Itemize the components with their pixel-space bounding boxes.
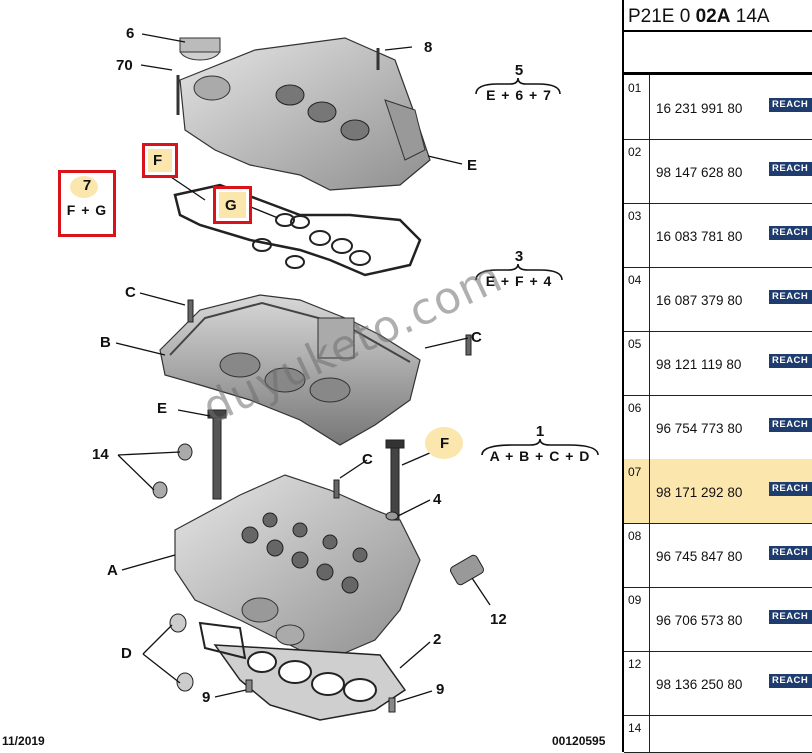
callout-14: 14	[92, 446, 109, 463]
cylinder-head	[174, 474, 421, 656]
code-suffix: 14A	[730, 6, 770, 27]
callout-A: A	[107, 562, 118, 579]
reach-badge: REACH	[769, 482, 812, 496]
highlight-circle-F	[425, 427, 463, 459]
callout-9-left: 9	[202, 689, 211, 706]
part-index: 06	[624, 395, 650, 459]
part-row[interactable]: 05 98 121 119 80 REACH	[624, 331, 812, 396]
reach-badge: REACH	[769, 226, 812, 240]
group-3-number: 3	[514, 248, 524, 265]
part-index: 01	[624, 75, 650, 139]
part-row[interactable]: 12 98 136 250 80 REACH	[624, 651, 812, 716]
exploded-parts-diagram: duyuketo.com 6 70 8 E C B C E 14 C 4 A 1…	[2, 25, 606, 748]
callout-E-bolt: E	[157, 400, 168, 417]
part-row[interactable]: 08 96 745 847 80 REACH	[624, 523, 812, 588]
callout-G-boxed: G	[225, 197, 237, 214]
part-reference-number: 98 121 119 80	[656, 357, 742, 372]
group-1-number: 1	[535, 423, 545, 440]
footer-date: 11/2019	[2, 734, 45, 748]
callout-B: B	[100, 334, 111, 351]
group-3-formula: E + F + 4	[485, 273, 553, 289]
part-index: 07	[624, 459, 650, 523]
callout-E-cover: E	[467, 157, 478, 174]
bolts-and-hardware	[152, 299, 485, 713]
part-row[interactable]: 07 98 171 292 80 REACH	[624, 459, 812, 524]
group-1-formula: A + B + C + D	[489, 448, 591, 464]
part-index: 02	[624, 139, 650, 203]
part-index: 12	[624, 651, 650, 715]
part-index: 04	[624, 267, 650, 331]
part-index: 05	[624, 331, 650, 395]
camshaft-carrier	[159, 294, 421, 446]
callout-C-top: C	[125, 284, 136, 301]
callout-D: D	[121, 645, 132, 662]
part-index: 14	[624, 715, 650, 752]
group-7-box: 7 F + G	[58, 170, 116, 237]
parts-reference-panel: P21E 0 02A 14A 01 16 231 991 80 REACH 02 98 …	[622, 0, 812, 753]
head-gasket	[213, 644, 407, 721]
cover-gasket	[173, 183, 422, 277]
reach-badge: REACH	[769, 162, 812, 176]
leader-lines	[115, 33, 491, 703]
group-5-formula: E + 6 + 7	[486, 87, 552, 103]
reach-badge: REACH	[769, 418, 812, 432]
part-index: 03	[624, 203, 650, 267]
part-row[interactable]: 06 96 754 773 80 REACH	[624, 395, 812, 460]
part-row[interactable]: 09 96 706 573 80 REACH	[624, 587, 812, 652]
part-reference-number: 96 706 573 80	[656, 613, 743, 628]
part-reference-number: 16 231 991 80	[656, 101, 743, 116]
red-box-F: F	[142, 143, 178, 178]
part-row[interactable]: 01 16 231 991 80 REACH	[624, 75, 812, 140]
callout-6: 6	[126, 25, 135, 42]
part-reference-number: 98 136 250 80	[656, 677, 743, 692]
part-reference-number: 16 087 379 80	[656, 293, 743, 308]
callout-C-mid: C	[362, 451, 373, 468]
callout-F-boxed: F	[153, 152, 163, 169]
part-row[interactable]: 02 98 147 628 80 REACH	[624, 139, 812, 204]
group-5-number: 5	[514, 62, 524, 79]
callout-8: 8	[424, 39, 433, 56]
cylinder-head-cover	[176, 37, 431, 191]
part-row[interactable]: 14	[624, 715, 812, 753]
red-box-G: G	[213, 186, 252, 224]
part-reference-number: 96 754 773 80	[656, 421, 743, 436]
group-5: 5 E + 6 + 7	[476, 62, 562, 104]
footer-code: 00120595	[552, 734, 606, 748]
callout-9-right: 9	[436, 681, 445, 698]
reach-badge: REACH	[769, 354, 812, 368]
callout-12: 12	[490, 611, 507, 628]
reach-badge: REACH	[769, 610, 812, 624]
part-index: 09	[624, 587, 650, 651]
group-7-formula: F + G	[66, 202, 108, 218]
code-bold: 02A	[695, 6, 731, 27]
part-reference-number: 16 083 781 80	[656, 229, 743, 244]
callout-70: 70	[116, 57, 133, 74]
reach-badge: REACH	[769, 674, 812, 688]
reference-code-title: P21E 0 02A 14A	[628, 6, 770, 28]
reach-badge: REACH	[769, 98, 812, 112]
callout-C-right: C	[471, 329, 482, 346]
group-3: 3 E + F + 4	[476, 248, 562, 290]
divider	[624, 30, 812, 32]
callout-2: 2	[433, 631, 442, 648]
part-row[interactable]: 03 16 083 781 80 REACH	[624, 203, 812, 268]
parts-illustration	[63, 33, 599, 721]
code-prefix: P21E 0	[628, 6, 696, 27]
part-index: 08	[624, 523, 650, 587]
part-reference-number: 96 745 847 80	[656, 549, 743, 564]
callout-F-highlight: F	[440, 435, 450, 452]
group-1: 1 A + B + C + D	[478, 423, 602, 465]
callout-4: 4	[433, 491, 442, 508]
part-reference-number: 98 171 292 80	[656, 485, 743, 500]
divider	[624, 72, 812, 75]
group-7-number: 7	[82, 177, 92, 194]
group-7: 7 F + G	[61, 177, 113, 219]
reach-badge: REACH	[769, 546, 812, 560]
part-row[interactable]: 04 16 087 379 80 REACH	[624, 267, 812, 332]
part-reference-number: 98 147 628 80	[656, 165, 743, 180]
reach-badge: REACH	[769, 290, 812, 304]
